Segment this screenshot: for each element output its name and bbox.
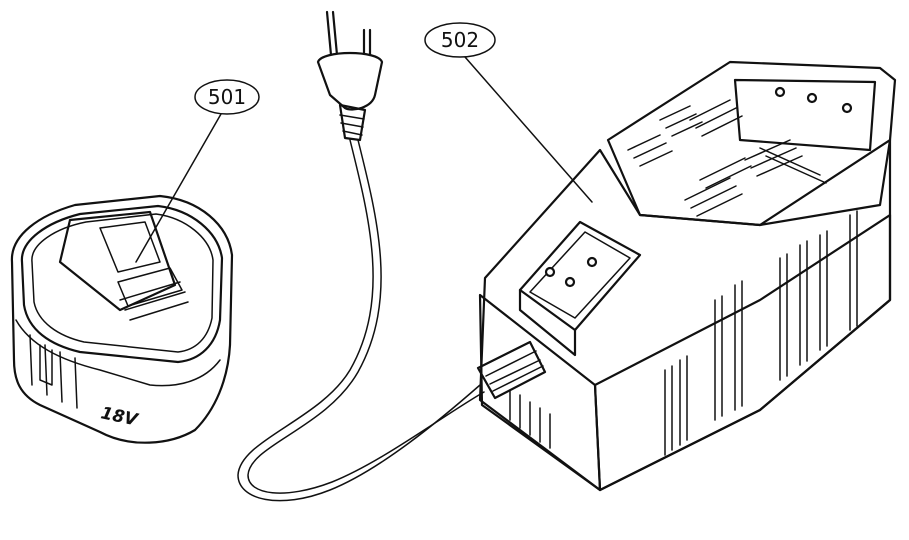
battery-top-shell: [20, 204, 224, 364]
battery-body: [10, 194, 234, 444]
cord-cable: [237, 139, 481, 502]
cradle-contact-1: [544, 266, 556, 278]
battery-latch-top: [99, 221, 161, 273]
battery-release-button: [117, 267, 183, 307]
battery-side-ribs: [29, 334, 78, 409]
battery-voltage-label: 18V: [99, 403, 141, 431]
battery-lower-band: [15, 319, 221, 387]
plug-strain-ridges: [339, 114, 365, 136]
charger-vents-front: [664, 210, 858, 456]
charger-left-face: [478, 293, 602, 492]
battery-grip-ridges: [119, 281, 189, 321]
dc-connector-ridges: [485, 350, 544, 392]
plug-strain-relief: [338, 103, 367, 142]
callout-502-label: 502: [441, 28, 479, 52]
battery-side-slot: [39, 344, 53, 386]
cradle-contact-2: [564, 276, 576, 288]
callout-501-bubble: [194, 79, 260, 115]
charger-vents-top: [627, 99, 827, 217]
callout-502-bubble: [424, 22, 496, 58]
plug-prong-left-edge: [331, 10, 339, 57]
plug-prong-left: [325, 10, 333, 57]
charger-top-housing: [606, 60, 897, 227]
charger-outlet-plate: [733, 78, 877, 152]
cradle-front-lip: [518, 288, 577, 357]
cradle-inner: [529, 231, 631, 319]
battery-top-shell-inner: [31, 213, 214, 353]
charger-main-body: [478, 138, 892, 492]
callout-501-leader: [135, 113, 222, 263]
outlet-pin-2: [806, 92, 818, 104]
outlet-pin-3: [841, 102, 853, 114]
cradle-contact-3: [586, 256, 598, 268]
dc-connector: [476, 340, 547, 400]
battery-latch: [58, 210, 177, 312]
battery-pack: 18V: [10, 194, 234, 444]
charger-vents-left: [509, 389, 551, 449]
callout-502-leader: [464, 56, 593, 203]
plug-body: [316, 51, 384, 111]
cord-cable-edge: [247, 139, 485, 494]
power-cord: [237, 10, 547, 502]
outlet-pin-1: [774, 86, 786, 98]
callout-501: 501: [135, 79, 260, 263]
callout-501-label: 501: [208, 85, 246, 109]
charger-unit: [478, 60, 897, 492]
callout-502: 502: [424, 22, 593, 203]
